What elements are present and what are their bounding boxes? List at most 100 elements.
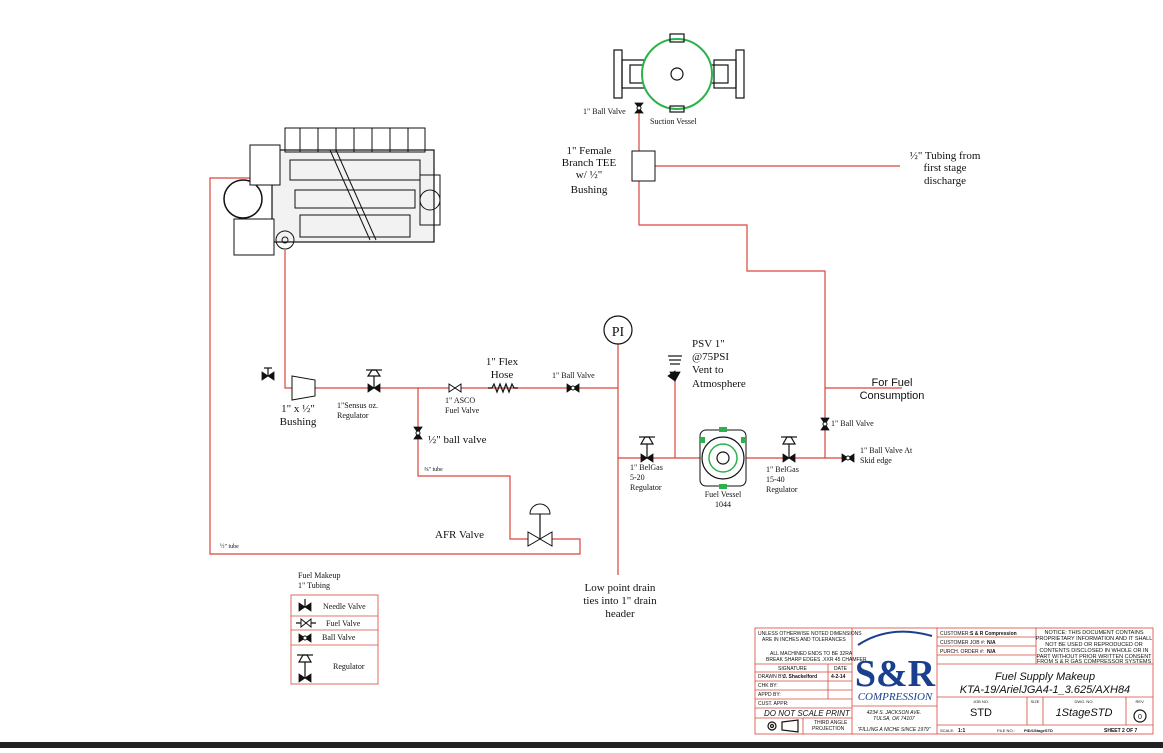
drain-label: Low point drain ties into 1" drain heade… [583, 582, 657, 620]
pressure-indicator-label: PI [612, 325, 625, 340]
pressure-indicator-icon [603, 315, 633, 345]
legend-item-regulator: Regulator [333, 662, 365, 671]
half-tube-label: ½" tube [220, 543, 239, 550]
drawn-date-value: 4-2-14 [831, 674, 846, 680]
sheet-number: SHEET 2 OF 7 [1104, 728, 1138, 734]
ball-valve-icon [298, 633, 312, 643]
scale-value: 1:1 [958, 728, 965, 734]
purch-order-label: PURCH. ORDER #: [940, 649, 984, 655]
ball-valve-icon [413, 426, 423, 440]
flex-hose-label: 1" Flex Hose [486, 356, 519, 381]
svg-text:BREAK SHARP EDGES .XXR 45 CHAM: BREAK SHARP EDGES .XXR 45 CHAMFER [766, 657, 867, 663]
svg-text:NOT BE USED OR REPRODUCED OR: NOT BE USED OR REPRODUCED OR [1045, 642, 1142, 648]
logo-text: S&R [855, 653, 936, 695]
regulator-icon [781, 436, 797, 463]
fuel-valve-icon [296, 617, 316, 629]
piping [209, 103, 902, 575]
psv-icon [667, 355, 682, 382]
chk-by-label: CHK BY: [758, 683, 778, 689]
do-not-scale-label: DO NOT SCALE PRINT [764, 709, 851, 718]
bushing-label: 1" x ½" Bushing [280, 403, 317, 428]
legend-item-ball-valve: Ball Valve [322, 633, 356, 642]
svg-text:Fuel Makeup: Fuel Makeup [298, 571, 340, 580]
ball-valve-icon [634, 102, 644, 114]
third-angle-label-2: PROJECTION [812, 726, 845, 732]
svg-text:Regulator: Regulator [630, 483, 662, 492]
regulator-icon [297, 654, 313, 683]
svg-text:Atmosphere: Atmosphere [692, 378, 746, 390]
needle-valve-icon [298, 599, 312, 612]
fuel-vessel-icon [699, 427, 747, 489]
svg-text:PSV 1": PSV 1" [692, 338, 725, 350]
fuel-valve-icon [448, 383, 462, 393]
svg-text:For Fuel: For Fuel [872, 377, 913, 389]
svg-text:header: header [605, 608, 635, 620]
logo-subtext: COMPRESSION [858, 691, 933, 703]
third-angle-projection-icon [767, 719, 799, 733]
regulator-icon [639, 436, 655, 463]
drawing-title-line-2: KTA-19/ArielJGA4-1_3.625/AXH84 [960, 684, 1130, 696]
file-no-label: FILE NO.: [997, 728, 1015, 733]
ball-valve-top-label: 1" Ball Valve [583, 107, 626, 116]
svg-text:Skid edge: Skid edge [860, 456, 892, 465]
suction-vessel-label: Suction Vessel [650, 117, 698, 126]
fuel-consumption-label: For Fuel Consumption [860, 377, 925, 402]
svg-text:1" Female: 1" Female [566, 145, 611, 157]
purch-order-value: N/A [987, 649, 996, 655]
svg-text:1" BelGas: 1" BelGas [630, 463, 663, 472]
svg-text:UNLESS OTHERWISE NOTED DIMENSI: UNLESS OTHERWISE NOTED DIMENSIONS [758, 631, 862, 637]
svg-text:1" Flex: 1" Flex [486, 356, 519, 368]
size-label: SIZE [1031, 699, 1040, 704]
rev-circle [1133, 709, 1147, 723]
svg-text:PROPRIETARY INFORMATION AND IT: PROPRIETARY INFORMATION AND IT SHALL [1036, 636, 1153, 642]
belgas-1-label: 1" BelGas 5-20 Regulator [630, 463, 663, 492]
svg-text:CONTENTS DISCLOSED IN WHOLE OR: CONTENTS DISCLOSED IN WHOLE OR IN [1039, 648, 1148, 654]
ball-valve-right-label: 1" Ball Valve [831, 419, 874, 428]
title-block: UNLESS OTHERWISE NOTED DIMENSIONS ARE IN… [754, 627, 1154, 735]
svg-text:Regulator: Regulator [337, 411, 369, 420]
svg-text:Fuel Valve: Fuel Valve [445, 406, 480, 415]
svg-text:1044: 1044 [715, 500, 731, 509]
svg-text:discharge: discharge [924, 175, 966, 187]
rev-value: 0 [1138, 714, 1142, 721]
customer-job-label: CUSTOMER JOB #: [940, 640, 985, 646]
asco-valve-label: 1" ASCO Fuel Valve [445, 396, 480, 415]
svg-text:Branch TEE: Branch TEE [562, 157, 617, 169]
dwg-no-label: DWG. NO. [1074, 699, 1093, 704]
cust-appr-label: CUST. APPR: [758, 701, 789, 707]
tube-38-label: ⅜" tube [424, 467, 443, 473]
ball-valve-icon [566, 383, 580, 393]
scale-label: SCALE: [940, 728, 954, 733]
rev-label: REV. [1136, 699, 1145, 704]
job-no-label: JOB NO. [973, 699, 989, 704]
proprietary-notice: NOTICE: THIS DOCUMENT CONTAINS PROPRIETA… [1036, 630, 1153, 665]
branch-tee-icon [631, 150, 656, 182]
svg-text:PART WITHOUT PRIOR WRITTEN CON: PART WITHOUT PRIOR WRITTEN CONSENT [1036, 654, 1152, 660]
skid-edge-label: 1" Ball Valve At Skid edge [860, 446, 913, 465]
legend-item-needle-valve: Needle Valve [323, 602, 366, 611]
branch-tee-label: 1" Female Branch TEE w/ ½" Bushing [562, 145, 617, 196]
svg-text:ALL MACHINED ENDS TO BE 32RA: ALL MACHINED ENDS TO BE 32RA [770, 651, 853, 657]
company-logo: S&R COMPRESSION [855, 630, 936, 703]
half-ball-valve-label: ½" ball valve [428, 434, 487, 446]
svg-text:½" Tubing from: ½" Tubing from [910, 150, 981, 162]
svg-text:FROM S & R GAS COMPRESSOR SYST: FROM S & R GAS COMPRESSOR SYSTEMS [1037, 659, 1152, 665]
svg-text:@75PSI: @75PSI [692, 351, 729, 363]
file-no-value: PID/1StageSTD [1024, 728, 1053, 733]
drawn-by-label: DRAWN BY: [758, 674, 786, 680]
svg-text:1" ASCO: 1" ASCO [445, 396, 475, 405]
afr-valve-icon [527, 503, 553, 547]
svg-text:1" Tubing: 1" Tubing [298, 581, 330, 590]
svg-text:Vent to: Vent to [692, 364, 724, 376]
svg-text:Bushing: Bushing [280, 416, 317, 428]
fuel-vessel-label: Fuel Vessel 1044 [705, 490, 742, 509]
svg-text:Low point drain: Low point drain [585, 582, 656, 594]
svg-text:1" x ½": 1" x ½" [281, 403, 315, 415]
legend: Fuel Makeup 1" Tubing Needle Valve Fuel … [290, 571, 379, 685]
job-no-value: STD [970, 707, 992, 719]
svg-text:1" BelGas: 1" BelGas [766, 465, 799, 474]
customer-label: CUSTOMER: [940, 631, 970, 637]
svg-text:ARE IN INCHES AND TOLERANCES: ARE IN INCHES AND TOLERANCES [762, 637, 846, 643]
ball-valve-icon [841, 453, 855, 463]
